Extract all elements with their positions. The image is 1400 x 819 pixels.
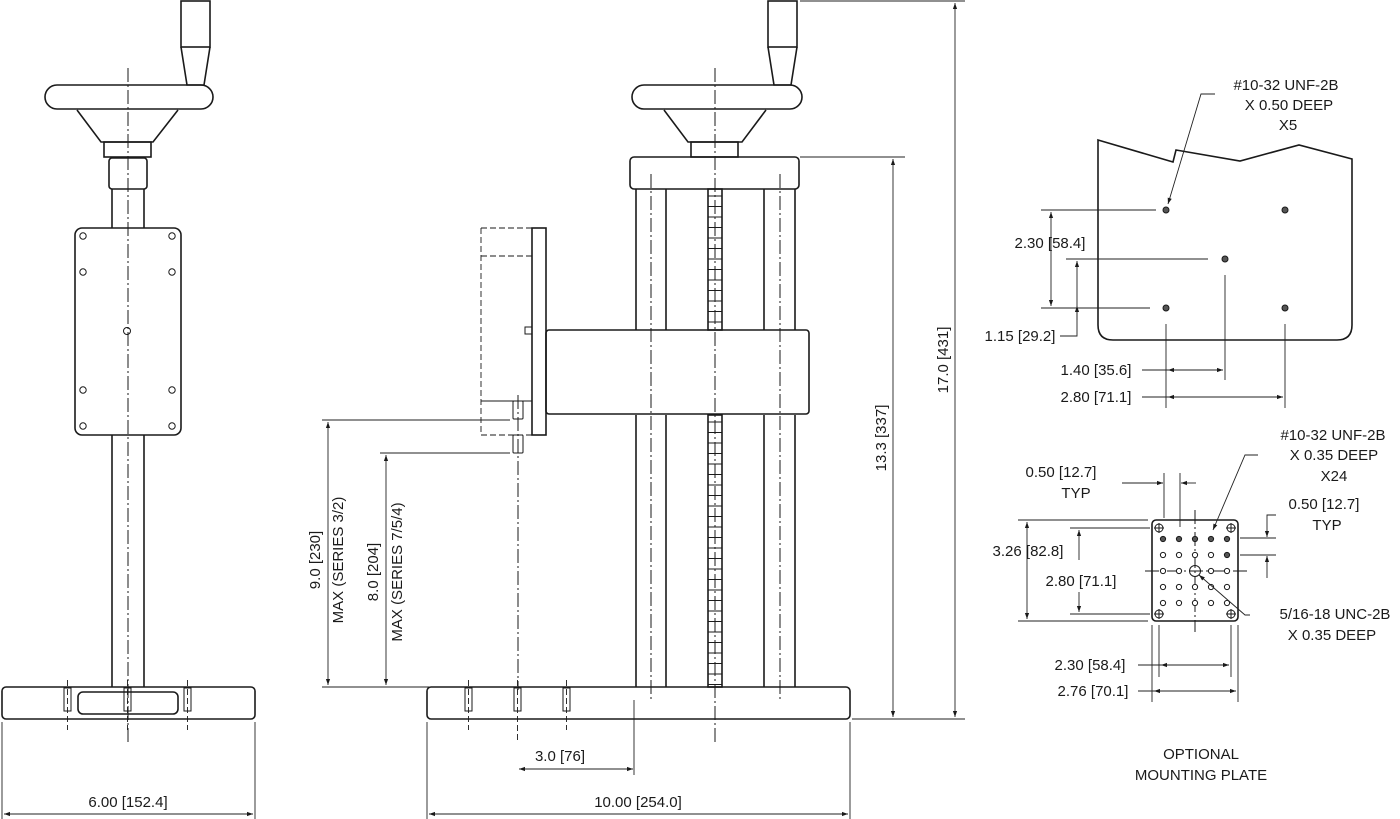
mp-pitch-right-value: 0.50 [12.7] <box>1289 496 1360 513</box>
center-hole-callout: 5/16-18 UNC-2B X 0.35 DEEP <box>1198 574 1391 644</box>
mounting-hole <box>1223 583 1231 591</box>
guide-rods <box>635 174 796 700</box>
flange-pin <box>524 326 533 335</box>
dim-mp-height-outer: 3.26 [82.8] <box>993 519 1148 622</box>
mounting-hole <box>1175 551 1183 559</box>
max-series-3-2-value: 9.0 [230] <box>307 531 324 589</box>
mounting-hole <box>1223 535 1231 543</box>
overall-height-label: 17.0 [431] <box>935 327 952 394</box>
mp-pitch-top-value: 0.50 [12.7] <box>1026 464 1097 481</box>
side-base-width-label: 6.00 [152.4] <box>88 794 167 811</box>
dim-max-series-7-5-4: 8.0 [204] MAX (SERIES 7/5/4) <box>365 452 510 685</box>
mp-callout-line1: #10-32 UNF-2B <box>1280 427 1385 444</box>
mounting-hole <box>1159 551 1167 559</box>
mp-center-callout-line1: 5/16-18 UNC-2B <box>1280 606 1391 623</box>
mounting-hole <box>1159 599 1167 607</box>
mounting-hole <box>1207 535 1215 543</box>
dim-column-height: 13.3 [337] <box>800 156 905 720</box>
mp-pitch-right-note: TYP <box>1312 517 1341 534</box>
max-series-3-2-note: MAX (SERIES 3/2) <box>330 497 347 624</box>
mounting-hole <box>1207 583 1215 591</box>
mounting-hole <box>1191 583 1199 591</box>
front-base-width-label: 10.00 [254.0] <box>594 794 682 811</box>
mp-callout-line3: X24 <box>1321 468 1348 485</box>
mp-title-line1: OPTIONAL <box>1163 746 1239 763</box>
front-base <box>426 686 851 720</box>
mounting-hole <box>1175 599 1183 607</box>
handwheel <box>44 84 214 110</box>
mp-callout-x24: #10-32 UNF-2B X 0.35 DEEP X24 <box>1212 427 1386 531</box>
mounting-hole <box>1191 535 1199 543</box>
mounting-plate-view: #10-32 UNF-2B X 0.35 DEEP X24 0.50 [12.7… <box>993 427 1391 784</box>
adapter-horiz-outer-label: 2.80 [71.1] <box>1061 389 1132 406</box>
mounting-plate-hole-grid <box>1159 535 1231 607</box>
mp-callout-line2: X 0.35 DEEP <box>1290 447 1378 464</box>
adapter-callout-line2: X 0.50 DEEP <box>1245 97 1333 114</box>
upper-column <box>111 189 145 228</box>
mp-corner-holes <box>1154 523 1236 619</box>
adapter-horiz-inner-label: 1.40 [35.6] <box>1061 362 1132 379</box>
carriage-flange <box>531 227 547 436</box>
carriage-arm <box>545 329 810 415</box>
mounting-hole <box>1207 599 1215 607</box>
mp-pitch-top-note: TYP <box>1061 485 1090 502</box>
mounted-device-phantom <box>480 227 532 454</box>
side-view: 6.00 [152.4] <box>1 0 256 819</box>
mounting-hole <box>1207 551 1215 559</box>
mounting-hole <box>1159 583 1167 591</box>
dim-front-base-width: 10.00 [254.0] <box>426 722 851 819</box>
mounting-hole <box>1175 567 1183 575</box>
front-view: 10.00 [254.0] 3.0 [76] 13.3 [337] 17.0 [… <box>307 0 965 819</box>
adapter-plate-outline <box>1097 138 1353 341</box>
offset-label: 3.0 [76] <box>535 748 585 765</box>
dim-offset: 3.0 [76] <box>519 700 635 775</box>
mounting-hole <box>1223 551 1231 559</box>
adapter-callout-line3: X5 <box>1279 117 1297 134</box>
front-base-holes <box>464 680 571 740</box>
column-height-label: 13.3 [337] <box>873 405 890 472</box>
adapter-vert-outer-label: 2.30 [58.4] <box>1015 235 1086 252</box>
adapter-holes <box>1162 206 1289 312</box>
dim-adapter-vert-inner: 1.15 [29.2] <box>985 258 1208 345</box>
dim-overall-height: 17.0 [431] <box>800 0 965 720</box>
adapter-callout: #10-32 UNF-2B X 0.50 DEEP X5 <box>1167 77 1339 205</box>
mounting-hole <box>1191 551 1199 559</box>
adapter-callout-line1: #10-32 UNF-2B <box>1233 77 1338 94</box>
dim-mp-width: 2.30 [58.4] 2.76 [70.1] <box>1055 625 1239 702</box>
mp-width-outer-label: 2.76 [70.1] <box>1058 683 1129 700</box>
center-tapped-hole <box>1189 565 1201 577</box>
front-crank-handle <box>767 0 798 86</box>
adapter-plate-view: #10-32 UNF-2B X 0.50 DEEP X5 2.30 [58.4]… <box>985 77 1353 408</box>
mounting-hole <box>1159 535 1167 543</box>
front-handwheel <box>631 84 803 110</box>
lower-column <box>111 435 145 687</box>
mp-height-outer-label: 3.26 [82.8] <box>993 543 1064 560</box>
dim-adapter-horiz: 1.40 [35.6] 2.80 [71.1] <box>1061 275 1286 408</box>
mounting-hole <box>1223 599 1231 607</box>
adapter-vert-inner-label: 1.15 [29.2] <box>985 328 1056 345</box>
dim-side-base-width: 6.00 [152.4] <box>1 722 256 819</box>
mounting-hole <box>1223 567 1231 575</box>
dim-mp-pitch-right: 0.50 [12.7] TYP <box>1240 496 1359 578</box>
dim-max-series-3-2: 9.0 [230] MAX (SERIES 3/2) <box>307 419 510 688</box>
max-series-7-5-4-value: 8.0 [204] <box>365 543 382 601</box>
mp-width-inner-label: 2.30 [58.4] <box>1055 657 1126 674</box>
mp-height-inner-label: 2.80 [71.1] <box>1046 573 1117 590</box>
carriage-holes <box>79 232 176 430</box>
mp-title-line2: MOUNTING PLATE <box>1135 767 1267 784</box>
mounting-hole <box>1175 583 1183 591</box>
mounting-hole <box>1159 567 1167 575</box>
mounting-hole <box>1207 567 1215 575</box>
dim-mp-pitch-top: 0.50 [12.7] TYP <box>1026 464 1196 527</box>
max-series-7-5-4-note: MAX (SERIES 7/5/4) <box>389 502 406 641</box>
dim-mp-height-inner: 2.80 [71.1] <box>1046 527 1150 615</box>
mounting-hole <box>1191 599 1199 607</box>
mounting-hole <box>1175 535 1183 543</box>
dim-adapter-vert-outer: 2.30 [58.4] <box>1015 209 1156 309</box>
mp-center-callout-line2: X 0.35 DEEP <box>1288 627 1376 644</box>
crank-handle <box>180 0 211 86</box>
